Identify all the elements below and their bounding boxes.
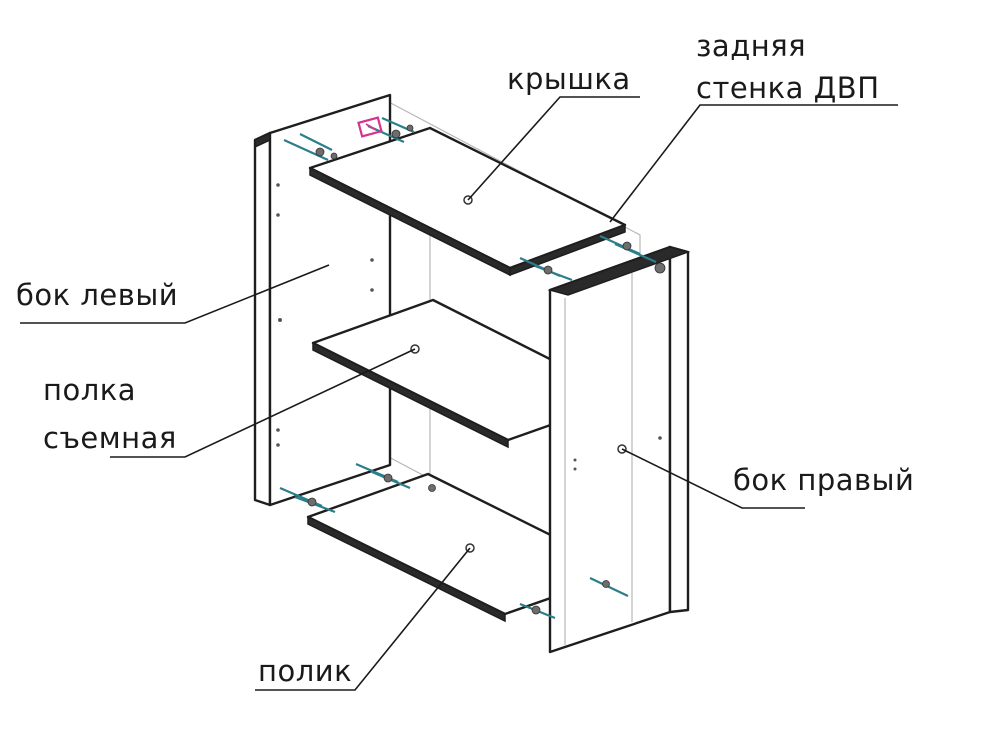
leader-lines	[20, 96, 898, 691]
right-side-panel	[547, 245, 691, 654]
label-back-panel-line2: стенка ДВП	[696, 71, 880, 105]
label-right-side: бок правый	[733, 463, 914, 497]
leader-bottom-panel	[255, 547, 471, 691]
label-back-panel-line1: задняя	[696, 29, 806, 63]
label-top-panel: крышка	[507, 62, 631, 96]
leader-left-side	[20, 264, 330, 324]
fittings	[279, 116, 666, 620]
label-bottom-panel: полик	[258, 654, 352, 688]
leader-back-panel	[609, 104, 898, 223]
leader-shelf	[110, 348, 416, 458]
label-shelf-line1: полка	[43, 373, 136, 407]
leader-right-side	[621, 448, 805, 509]
highlighted-fitting-icon	[357, 116, 383, 138]
label-left-side: бок левый	[16, 278, 178, 312]
leader-top-panel	[467, 96, 640, 201]
top-panel	[308, 126, 627, 277]
label-shelf-line2: съемная	[43, 421, 177, 455]
